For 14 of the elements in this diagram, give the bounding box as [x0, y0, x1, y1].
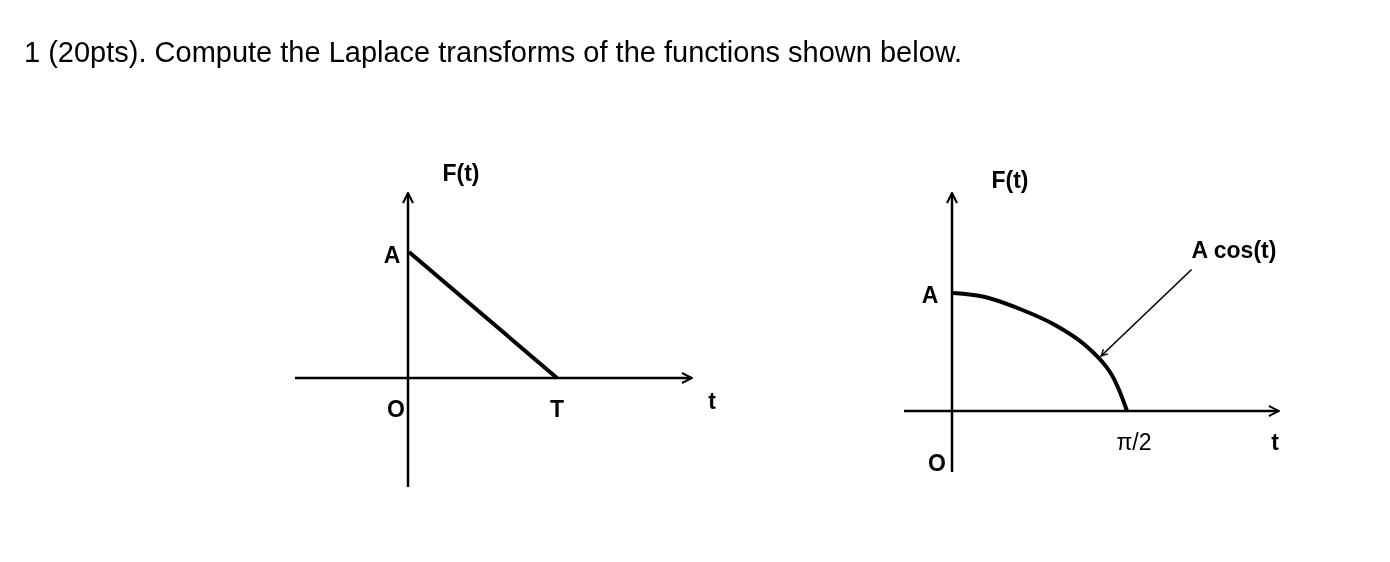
- question-text: 1 (20pts). Compute the Laplace transforms of the functions shown below.: [24, 36, 963, 69]
- axis-label: t: [708, 389, 716, 413]
- cosine-curve: [952, 291, 1129, 412]
- axis-label: t: [1271, 430, 1279, 454]
- tick-label: A: [383, 243, 401, 267]
- axis-label: F(t): [991, 168, 1029, 192]
- tick-label: O: [928, 451, 946, 475]
- curve-label: A cos(t): [1191, 238, 1277, 262]
- axis-label: F(t): [442, 161, 480, 185]
- tick-label: π/2: [1116, 430, 1152, 454]
- leader-arrow: [1100, 268, 1193, 357]
- tick-label: O: [387, 397, 405, 421]
- tick-label: A: [921, 283, 939, 307]
- tick-label: T: [549, 397, 565, 421]
